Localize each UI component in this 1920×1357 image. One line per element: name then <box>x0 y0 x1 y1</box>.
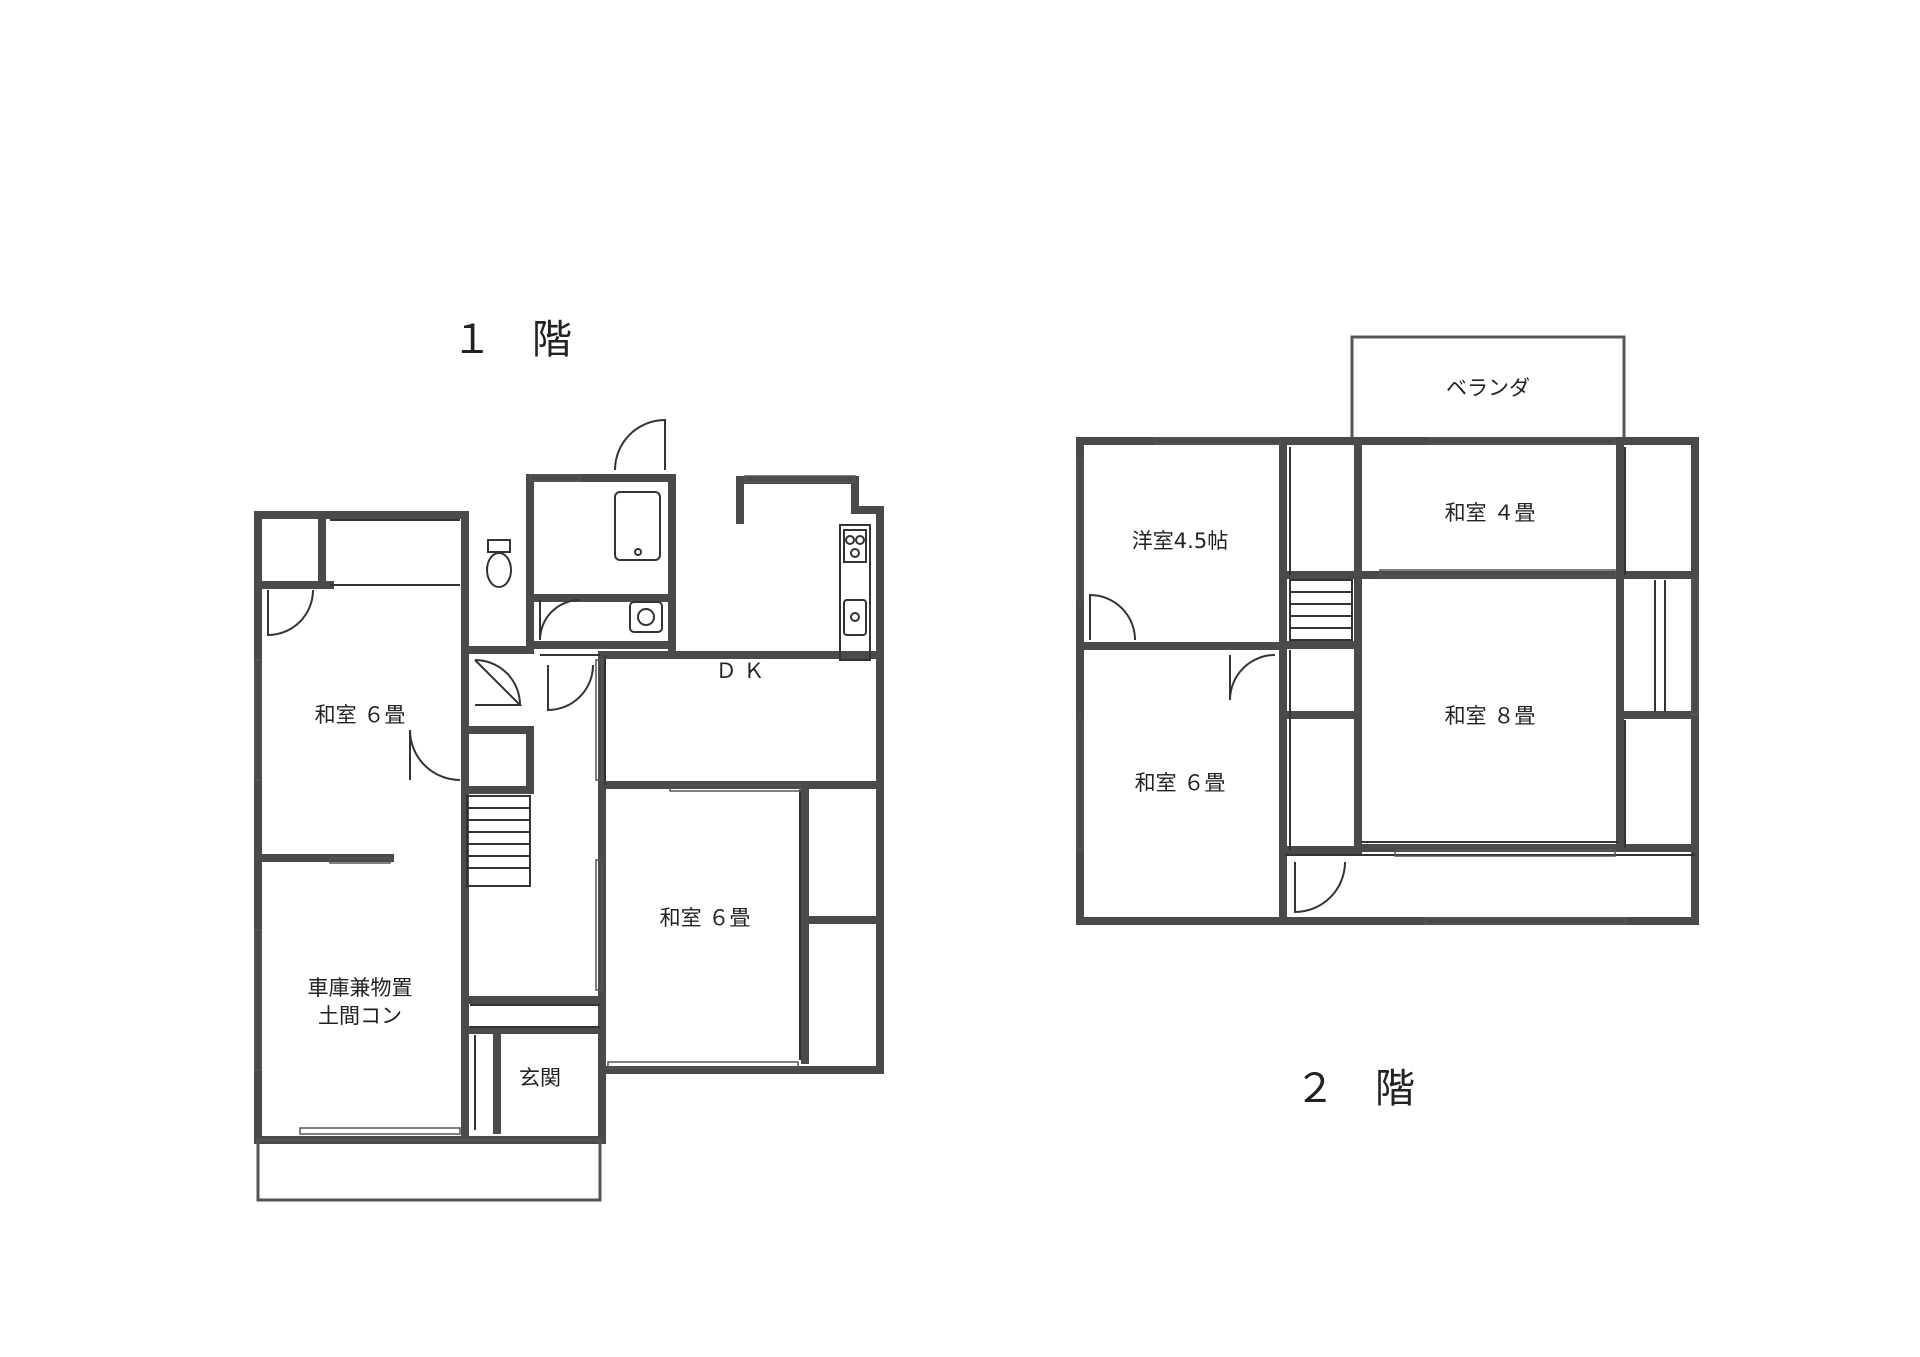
floor2-title: ２ 階 <box>1295 1066 1415 1112</box>
floor2-plan: ベランダ 洋室4.5帖 和室 ４畳 和室 ８畳 和室 ６畳 ２ 階 <box>1076 335 1699 1112</box>
kitchen-counter <box>839 524 871 661</box>
floor1-plan: １ 階 和室 ６畳 車庫兼物置 土間コン 玄関 Ｄ Ｋ 和室 ６畳 <box>254 317 884 1202</box>
floor2-washitsu-4: 和室 ４畳 <box>1445 501 1536 525</box>
washbasin-icon <box>629 601 663 633</box>
floor2-yoshitsu: 洋室4.5帖 <box>1132 529 1228 553</box>
bathtub-icon <box>614 491 661 561</box>
entry-door-arc <box>614 418 666 471</box>
toilet-tank-icon <box>487 539 511 553</box>
floor1-washitsu-b: 和室 ６畳 <box>660 906 751 930</box>
floor2-washitsu-8: 和室 ８畳 <box>1445 704 1536 728</box>
floor2-washitsu-6: 和室 ６畳 <box>1135 771 1226 795</box>
floor1-dk: Ｄ Ｋ <box>716 659 765 683</box>
kitchen-sink-icon <box>843 599 867 636</box>
stove-icon <box>843 529 867 563</box>
floor1-title: １ 階 <box>452 317 572 363</box>
floor1-garage-line2: 土間コン <box>318 1004 402 1028</box>
floor1-genkan: 玄関 <box>519 1066 561 1090</box>
toilet-icon <box>486 552 512 588</box>
floor2-veranda: ベランダ <box>1446 376 1530 400</box>
floor1-stairs <box>466 795 531 887</box>
floor1-garage-line1: 車庫兼物置 <box>308 976 413 1000</box>
floor1-washitsu-a: 和室 ６畳 <box>315 703 406 727</box>
floor2-stairs <box>1289 579 1353 641</box>
